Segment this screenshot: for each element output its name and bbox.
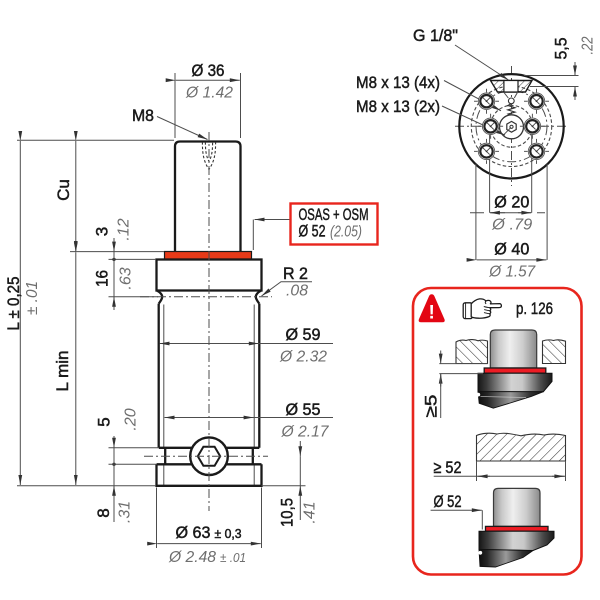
svg-text:M8: M8 — [132, 106, 154, 125]
svg-text:Ø 52: Ø 52 — [434, 492, 462, 511]
svg-text:.22: .22 — [580, 36, 597, 54]
svg-text:.31: .31 — [117, 501, 134, 523]
svg-text:5: 5 — [95, 417, 114, 426]
svg-text:Ø 2.17: Ø 2.17 — [281, 424, 330, 441]
svg-text:Ø 40: Ø 40 — [494, 240, 529, 259]
svg-text:10,5: 10,5 — [278, 498, 297, 527]
svg-text:Ø 2.32: Ø 2.32 — [279, 349, 327, 366]
svg-text:OSAS + OSM: OSAS + OSM — [299, 205, 369, 224]
svg-text:.20: .20 — [123, 408, 140, 430]
svg-text:Ø 1.42: Ø 1.42 — [185, 85, 233, 102]
svg-text:Cu: Cu — [54, 179, 73, 201]
svg-text:Ø 36: Ø 36 — [192, 61, 225, 80]
svg-text:Ø 59: Ø 59 — [286, 325, 321, 344]
svg-text:Ø 63± 0,3: Ø 63± 0,3 — [176, 523, 242, 542]
svg-text:≥ 52: ≥ 52 — [434, 458, 462, 477]
svg-text:Ø 1.57: Ø 1.57 — [488, 264, 536, 281]
svg-text:8: 8 — [94, 508, 113, 517]
svg-text:Ø .79: Ø .79 — [491, 217, 532, 234]
svg-text:Ø 52: Ø 52 — [299, 222, 326, 241]
svg-text:.12: .12 — [116, 218, 133, 240]
svg-text:(2.05): (2.05) — [330, 224, 362, 241]
svg-text:.63: .63 — [118, 267, 135, 289]
svg-text:.08: .08 — [286, 283, 308, 300]
svg-text:5,5: 5,5 — [552, 38, 571, 60]
svg-text:.41: .41 — [302, 501, 319, 523]
svg-text:L min: L min — [53, 351, 72, 392]
svg-text:M8 x 13 (4x): M8 x 13 (4x) — [356, 73, 440, 92]
svg-text:M8 x 13 (2x): M8 x 13 (2x) — [356, 97, 440, 116]
svg-text:≥5: ≥5 — [422, 395, 441, 418]
svg-text:Ø 20: Ø 20 — [494, 193, 529, 212]
svg-text:G 1/8": G 1/8" — [413, 26, 458, 45]
svg-text:Ø 2.48± .01: Ø 2.48± .01 — [168, 549, 246, 566]
svg-text:Ø 55: Ø 55 — [286, 400, 321, 419]
svg-text:R 2: R 2 — [283, 264, 308, 283]
svg-text:± .01: ± .01 — [24, 281, 41, 315]
svg-text:16: 16 — [93, 270, 112, 287]
svg-text:p. 126: p. 126 — [516, 299, 553, 318]
svg-text:3: 3 — [93, 227, 112, 236]
svg-text:!: ! — [429, 303, 435, 324]
svg-text:L ± 0,25: L ± 0,25 — [4, 277, 23, 331]
